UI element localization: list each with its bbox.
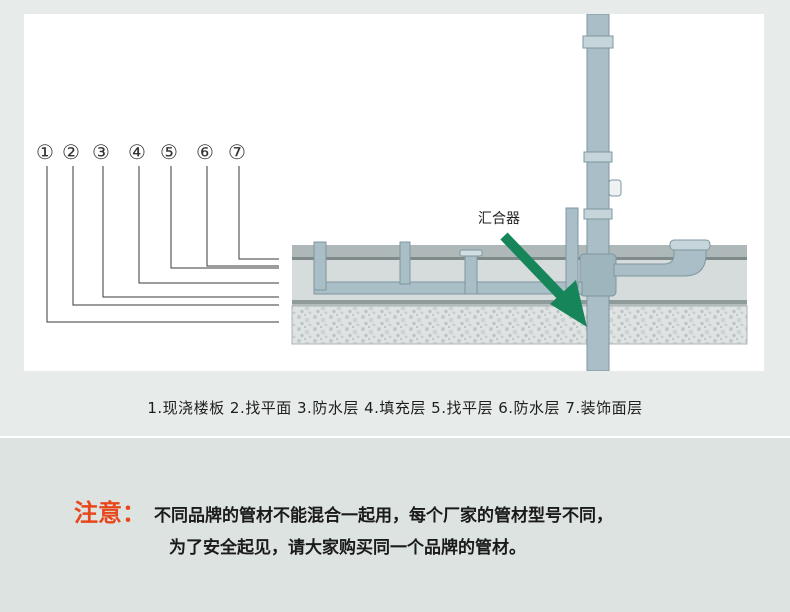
diagram-section: ① ② ③ ④ ⑤ ⑥ ⑦ 汇合器 1.现浇楼板 2.找平面 3.防水层 4.填… bbox=[24, 14, 764, 417]
leader-lines bbox=[46, 166, 279, 323]
collector-arrow bbox=[500, 232, 587, 327]
trap-pipe bbox=[464, 253, 478, 295]
pipe-system bbox=[313, 14, 711, 371]
riser-2 bbox=[399, 241, 411, 285]
cleanout-cap bbox=[608, 179, 622, 197]
note-text: 注意： 不同品牌的管材不能混合一起用，每个厂家的管材型号不同， 为了安全起见，请大… bbox=[74, 497, 613, 564]
marker-5: ⑤ bbox=[160, 140, 178, 164]
layer-screed bbox=[292, 304, 747, 306]
marker-2: ② bbox=[62, 140, 80, 164]
stack-coupling bbox=[582, 35, 614, 49]
layer-cast-slab bbox=[292, 306, 747, 344]
note-label: 注意： bbox=[74, 499, 146, 527]
marker-1: ① bbox=[36, 140, 54, 164]
collector-fitting bbox=[579, 253, 617, 297]
left-branch-pipe bbox=[313, 281, 583, 295]
marker-3: ③ bbox=[92, 140, 110, 164]
floor-drainage-diagram bbox=[46, 14, 748, 371]
note-section bbox=[0, 438, 790, 612]
marker-4: ④ bbox=[128, 140, 146, 164]
collector-label: 汇合器 bbox=[478, 211, 520, 227]
note-line-2: 为了安全起见，请大家购买同一个品牌的管材。 bbox=[169, 538, 526, 558]
main-stack-pipe bbox=[586, 14, 610, 371]
stack-coupling bbox=[583, 151, 613, 163]
riser-1 bbox=[313, 241, 327, 291]
layer-waterproof-bottom bbox=[292, 300, 747, 304]
marker-6: ⑥ bbox=[196, 140, 214, 164]
marker-7: ⑦ bbox=[228, 140, 246, 164]
diagram-panel: ① ② ③ ④ ⑤ ⑥ ⑦ 汇合器 bbox=[24, 14, 764, 371]
divider bbox=[0, 436, 790, 438]
vent-pipe bbox=[565, 207, 579, 289]
stack-coupling bbox=[583, 208, 613, 220]
note-line-1: 不同品牌的管材不能混合一起用，每个厂家的管材型号不同， bbox=[154, 506, 613, 526]
layer-legend: 1.现浇楼板 2.找平面 3.防水层 4.填充层 5.找平层 6.防水层 7.装… bbox=[147, 399, 643, 417]
